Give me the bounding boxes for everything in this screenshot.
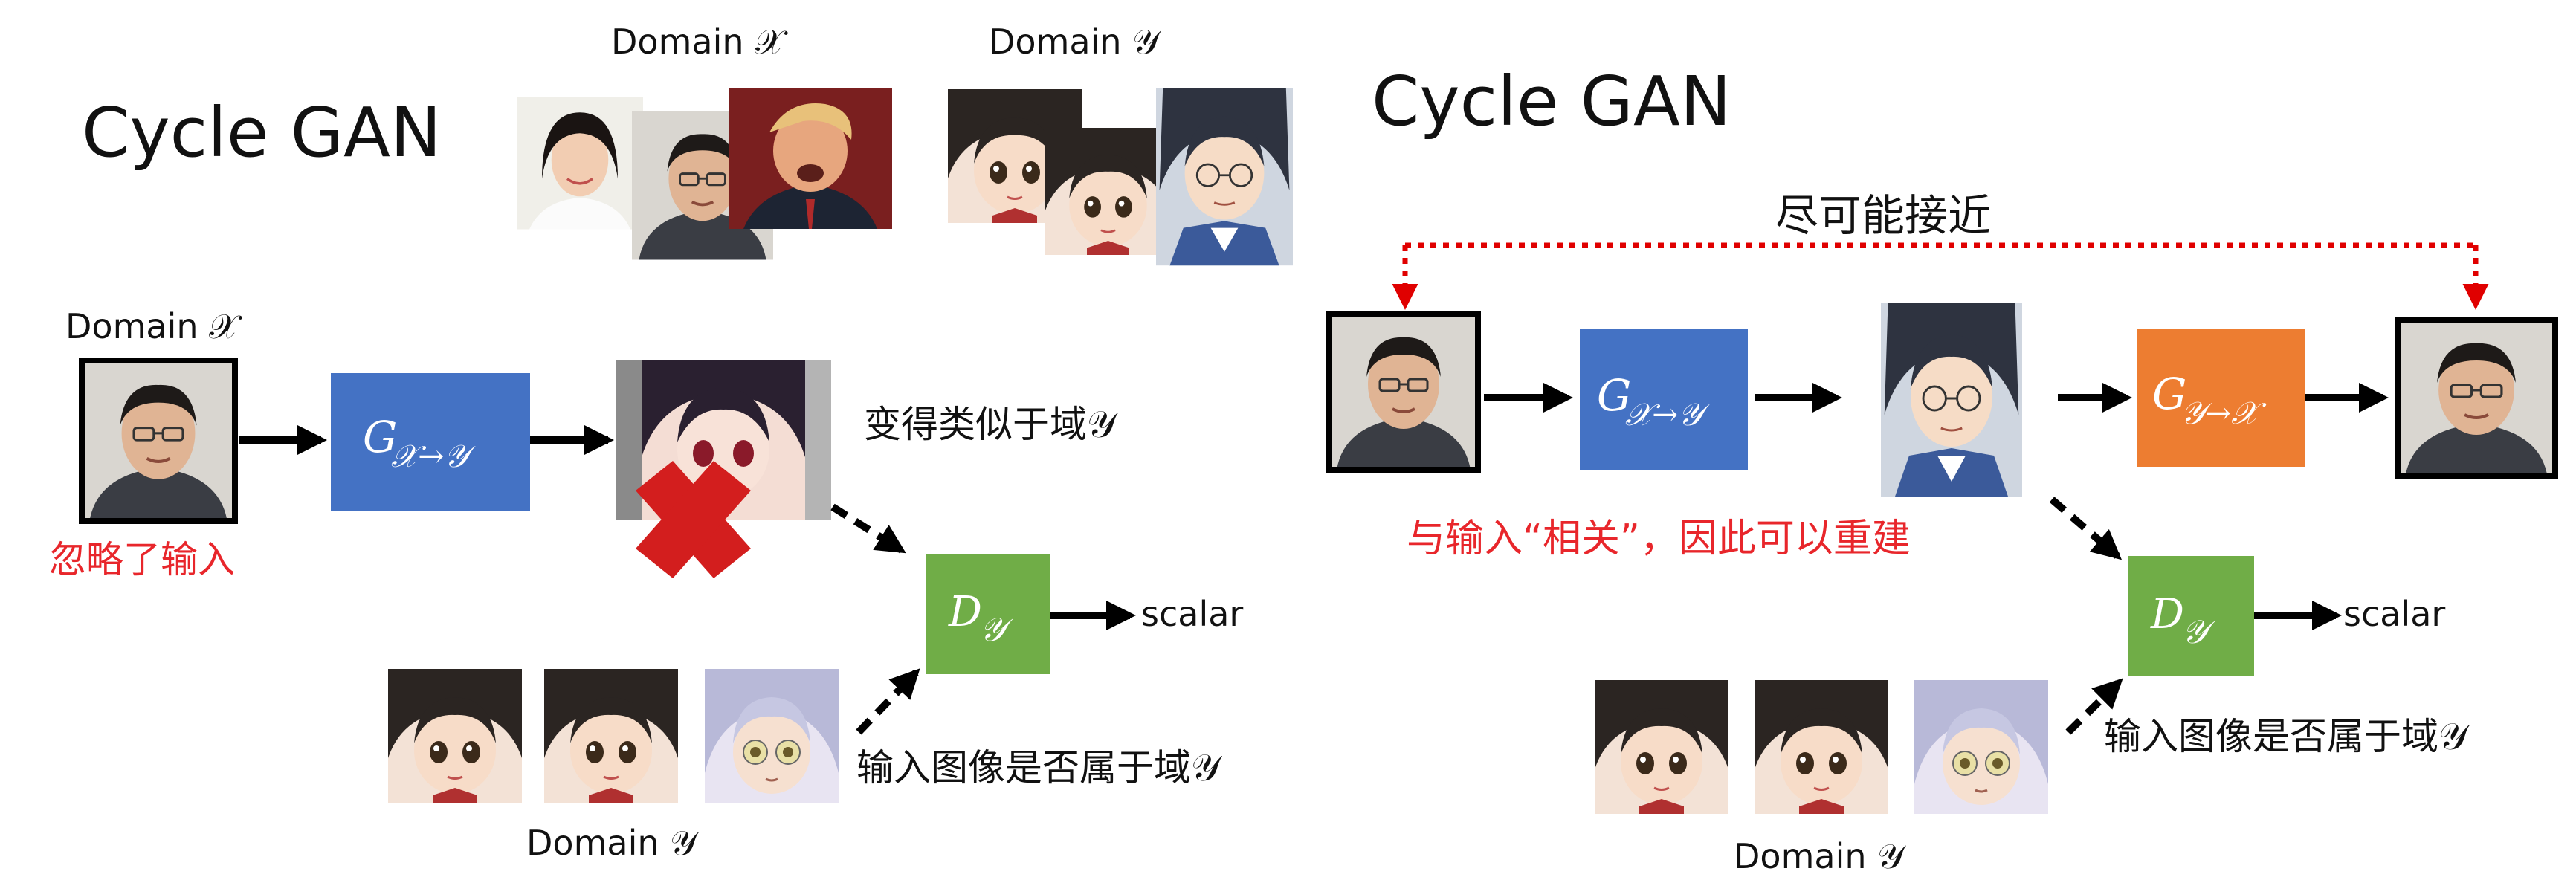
right-generated-anime (1879, 302, 2024, 498)
dashed-arrow-generated-to-disc (830, 503, 906, 554)
right-gen-backward-subscript: 𝒴→𝒳 (2180, 395, 2267, 431)
left-generator-subscript: 𝒳→𝒴 (391, 438, 476, 474)
generated-note: 变得类似于域𝒴 (864, 403, 1119, 446)
left-input-photo (79, 358, 238, 524)
cycle-consistency-note: 尽可能接近 (1775, 190, 1991, 241)
right-gen-backward-symbol: G (2152, 369, 2186, 419)
right-generator-backward-box: G 𝒴→𝒳 (2137, 329, 2305, 467)
right-domain-y-samples (1593, 679, 2050, 815)
right-disc-symbol: D (2150, 590, 2184, 638)
left-disc-symbol: D (948, 588, 982, 636)
red-x-icon (636, 461, 751, 578)
left-domain-x-header: Domain 𝒳 (611, 22, 788, 62)
right-reconstructed-photo (2395, 317, 2558, 479)
right-input-photo (1326, 311, 1481, 473)
right-discriminator-box: D 𝒴 (2128, 556, 2254, 676)
right-samples-label: Domain 𝒴 (1734, 836, 1906, 876)
right-gen-forward-symbol: G (1597, 370, 1631, 421)
left-domain-y-samples (387, 667, 840, 804)
left-disc-note: 输入图像是否属于域𝒴 (856, 746, 1223, 789)
right-scalar-label: scalar (2343, 594, 2445, 634)
right-dashed-arrow-samples-to-disc (2065, 678, 2123, 735)
left-generator-symbol: G (363, 412, 397, 462)
ignore-input-note: 忽略了输入 (49, 538, 235, 581)
dashed-arrow-samples-to-disc (856, 668, 920, 735)
domain-y-anime-collage (946, 86, 1294, 267)
left-scalar-label: scalar (1141, 594, 1243, 634)
left-samples-label: Domain 𝒴 (526, 823, 699, 863)
generated-anime-image (616, 360, 831, 520)
right-gen-forward-subscript: 𝒳→𝒴 (1625, 396, 1710, 433)
left-discriminator-box: D 𝒴 (926, 554, 1050, 674)
right-dashed-arrow-anime-to-disc (2049, 497, 2123, 560)
left-generator-box: G 𝒳→𝒴 (331, 373, 530, 511)
right-disc-note: 输入图像是否属于域𝒴 (2104, 715, 2470, 758)
left-domain-y-header: Domain 𝒴 (989, 22, 1161, 62)
related-reconstruct-note: 与输入“相关”，因此可以重建 (1407, 517, 1911, 561)
left-input-label: Domain 𝒳 (65, 306, 242, 346)
domain-x-photo-collage (517, 88, 892, 262)
left-title: Cycle GAN (82, 93, 442, 172)
right-title: Cycle GAN (1372, 62, 1731, 141)
right-generator-forward-box: G 𝒳→𝒴 (1580, 329, 1748, 470)
